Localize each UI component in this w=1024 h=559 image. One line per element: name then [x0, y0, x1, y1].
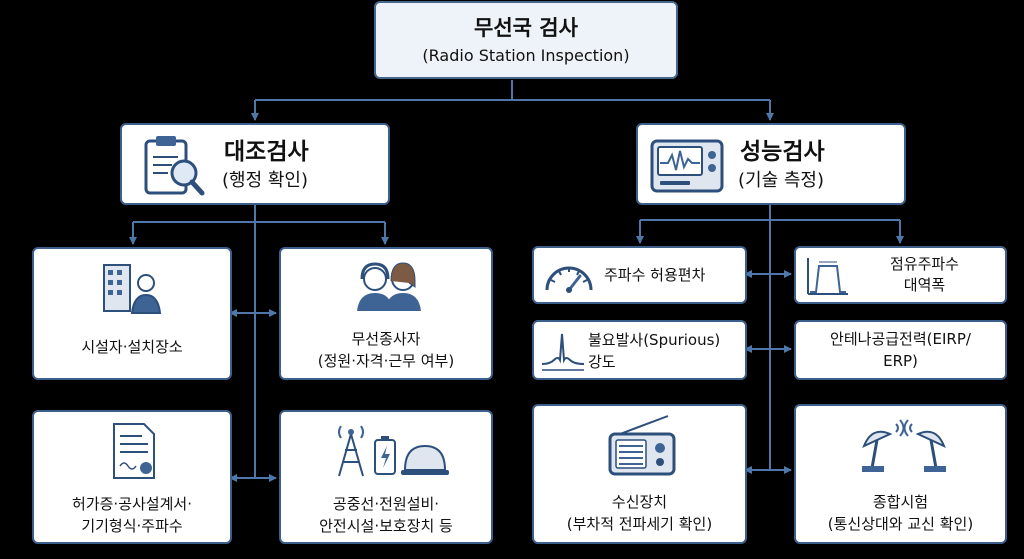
right-item-receiver: 수신장치 (부차적 전파세기 확인): [532, 404, 747, 544]
right-item-spurious: 불요발사(Spurious) 강도: [532, 320, 747, 380]
left-item-license: 허가증·공사설계서· 기기형식·주파수: [32, 410, 232, 544]
right-item-overall-test: 종합시험 (통신상대와 교신 확인): [794, 404, 1007, 544]
left-item-operator: 무선종사자 (정원·자격·근무 여부): [279, 247, 493, 380]
right-item-occupied-bandwidth: 점유주파수 대역폭: [794, 246, 1007, 304]
right-branch-subtitle: (기술 측정): [738, 170, 825, 191]
operators-headset-icon: [357, 262, 421, 311]
bandwidth-spectrum-icon: [807, 258, 848, 295]
signal-analyzer-icon: [650, 139, 724, 193]
right-item-antenna-power: 안테나공급전력(EIRP/ ERP): [794, 320, 1007, 380]
certificate-document-icon: [113, 423, 155, 479]
right-item-antenna-power-line2: ERP): [883, 352, 918, 370]
right-item-receiver-line1: 수신장치: [611, 493, 668, 511]
left-item-facility: 시설자·설치장소: [32, 247, 232, 380]
root-subtitle: (Radio Station Inspection): [422, 46, 630, 65]
building-person-icon: [103, 264, 162, 314]
right-item-freq-tolerance: 주파수 허용편차: [532, 246, 747, 304]
left-item-equipment-line2: 안전시설·보호장치 등: [319, 517, 453, 535]
right-item-spurious-line2: 강도: [588, 353, 616, 371]
right-item-overall-test-line1: 종합시험: [872, 493, 929, 511]
radio-receiver-icon: [608, 415, 676, 476]
root-node: 무선국 검사 (Radio Station Inspection): [374, 1, 678, 79]
left-item-equipment-line1: 공중선·전원설비·: [332, 495, 440, 513]
left-item-operator-line2: (정원·자격·근무 여부): [317, 352, 455, 370]
left-branch-subtitle: (행정 확인): [222, 170, 309, 191]
satellite-dishes-icon: [862, 419, 946, 472]
root-title: 무선국 검사: [474, 16, 578, 40]
gauge-icon: [545, 266, 593, 293]
left-item-facility-label: 시설자·설치장소: [81, 338, 183, 356]
left-branch-node: 대조검사 (행정 확인): [120, 123, 390, 205]
right-branch-node: 성능검사 (기술 측정): [636, 123, 906, 205]
left-item-operator-line1: 무선종사자: [351, 330, 421, 348]
right-item-spurious-line1: 불요발사(Spurious): [588, 331, 721, 349]
left-branch-title: 대조검사: [224, 139, 309, 165]
right-branch-title: 성능검사: [740, 139, 825, 165]
spurious-spectrum-icon: [541, 333, 585, 371]
right-item-occupied-bandwidth-line2: 대역폭: [903, 276, 946, 294]
right-item-freq-tolerance-label: 주파수 허용편차: [604, 266, 706, 284]
left-item-equipment: 공중선·전원설비· 안전시설·보호장치 등: [279, 410, 493, 544]
right-item-antenna-power-line1: 안테나공급전력(EIRP/: [830, 330, 971, 348]
clipboard-magnifier-icon: [144, 136, 205, 196]
right-item-occupied-bandwidth-line1: 점유주파수: [889, 255, 959, 273]
left-item-license-line1: 허가증·공사설계서·: [72, 495, 192, 513]
antenna-battery-helmet-icon: [338, 425, 449, 477]
right-item-overall-test-line2: (통신상대와 교신 확인): [827, 515, 974, 533]
left-item-license-line2: 기기형식·주파수: [81, 517, 183, 535]
right-item-receiver-line2: (부차적 전파세기 확인): [566, 515, 713, 533]
